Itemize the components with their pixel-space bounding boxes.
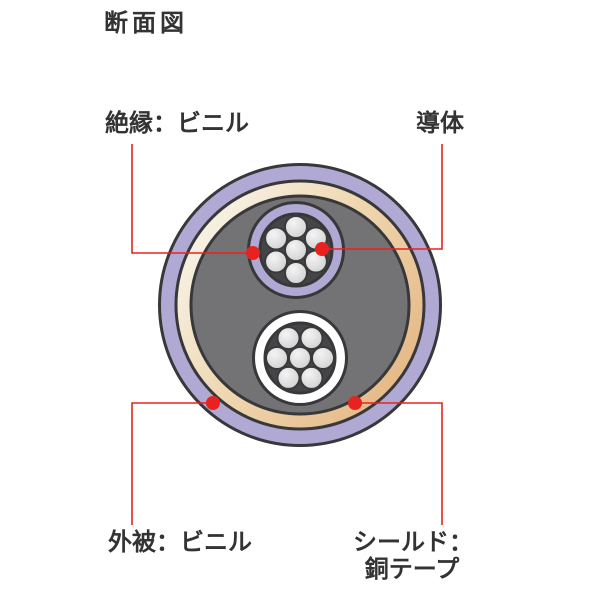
label-outer-sheath: 外被：ビニル (108, 529, 252, 556)
conductor-strands-top (264, 215, 328, 285)
marker-dot-insulation (246, 246, 260, 260)
leader-line-shield (355, 402, 443, 525)
conductor-strands-bottom (265, 326, 335, 390)
label-shield-line2: 銅テープ (364, 556, 460, 583)
marker-dot-shield (348, 396, 362, 410)
conductor-strand (284, 215, 308, 239)
conductor-strand (276, 326, 301, 351)
cable-core-body (189, 194, 411, 416)
leader-line-insulation (131, 144, 253, 254)
leader-lines (131, 144, 443, 525)
label-insulation: 絶縁：ビニル (105, 110, 249, 137)
second-core (252, 310, 348, 406)
label-conductor: 導体 (416, 110, 464, 137)
conductor-strand (299, 365, 324, 390)
label-shield-line1: シールド： (353, 529, 473, 556)
conductor-strand (284, 238, 308, 262)
conductor-strand (311, 346, 335, 370)
conductor-strand (265, 346, 289, 370)
conductor-strand (284, 261, 308, 285)
marker-dots (206, 242, 362, 410)
conductor-strand (264, 249, 289, 274)
cable-body (158, 163, 442, 447)
conductor-strand (288, 346, 312, 370)
marker-dot-sheath (206, 396, 220, 410)
conductor-strand (299, 326, 324, 351)
label-shield: シールド： 銅テープ (353, 529, 473, 583)
page-title: 断面図 (104, 10, 188, 37)
conductor-strand (276, 365, 301, 390)
conductor-strand (264, 226, 289, 251)
insulated-core (247, 201, 345, 299)
leader-line-conductor (322, 144, 443, 250)
leader-line-sheath (131, 402, 213, 525)
marker-dot-conductor (315, 242, 329, 256)
